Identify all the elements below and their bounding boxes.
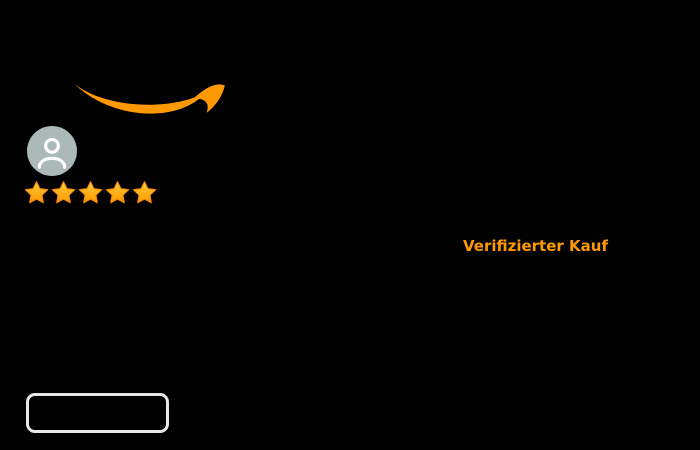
star-rating bbox=[24, 180, 157, 205]
star-icon bbox=[78, 181, 103, 204]
avatar bbox=[27, 126, 77, 176]
verified-purchase-label: Verifizierter Kauf bbox=[463, 237, 608, 255]
star-icon bbox=[105, 181, 130, 204]
review-action-button[interactable] bbox=[26, 393, 169, 433]
person-icon bbox=[37, 137, 67, 169]
star-icon bbox=[51, 181, 76, 204]
amazon-smile-icon bbox=[64, 80, 234, 122]
star-icon bbox=[132, 181, 157, 204]
star-icon bbox=[24, 181, 49, 204]
